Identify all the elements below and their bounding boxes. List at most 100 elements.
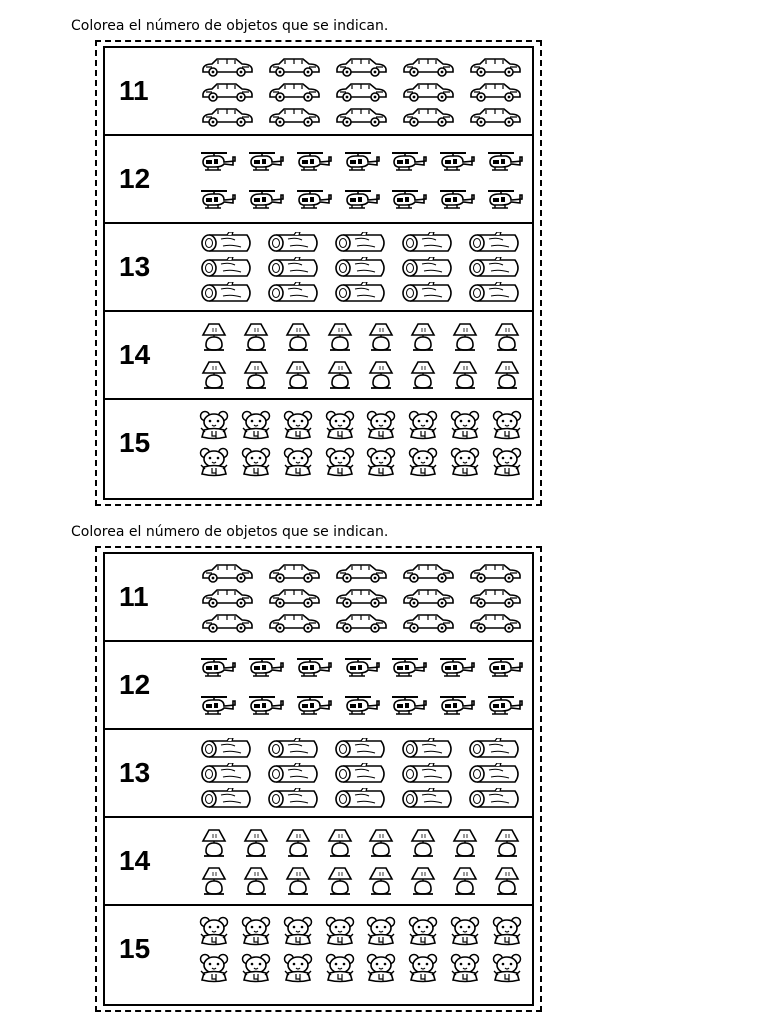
log-icon[interactable]	[400, 282, 456, 304]
helicopter-icon[interactable]	[197, 188, 237, 210]
lamp-icon[interactable]	[410, 322, 436, 352]
log-icon[interactable]	[333, 231, 389, 254]
car-icon[interactable]	[267, 613, 321, 634]
teddy-bear-icon[interactable]	[490, 447, 524, 477]
car-icon[interactable]	[468, 563, 522, 583]
teddy-bear-icon[interactable]	[448, 953, 482, 983]
log-icon[interactable]	[266, 257, 322, 279]
helicopter-icon[interactable]	[197, 150, 237, 172]
helicopter-icon[interactable]	[245, 656, 285, 678]
car-icon[interactable]	[334, 82, 388, 102]
lamp-icon[interactable]	[243, 360, 269, 390]
teddy-bear-icon[interactable]	[281, 916, 315, 946]
car-icon[interactable]	[267, 82, 321, 102]
lamp-icon[interactable]	[452, 360, 478, 390]
teddy-bear-icon[interactable]	[239, 916, 273, 946]
helicopter-icon[interactable]	[245, 150, 285, 172]
car-icon[interactable]	[200, 613, 254, 634]
helicopter-icon[interactable]	[341, 694, 381, 716]
lamp-icon[interactable]	[494, 322, 520, 352]
log-icon[interactable]	[400, 737, 456, 760]
lamp-icon[interactable]	[285, 828, 311, 858]
lamp-icon[interactable]	[285, 866, 311, 896]
log-icon[interactable]	[266, 763, 322, 785]
helicopter-icon[interactable]	[484, 656, 524, 678]
car-icon[interactable]	[200, 57, 254, 77]
helicopter-icon[interactable]	[388, 188, 428, 210]
car-icon[interactable]	[200, 107, 254, 128]
car-icon[interactable]	[200, 588, 254, 608]
helicopter-icon[interactable]	[436, 656, 476, 678]
log-icon[interactable]	[199, 788, 255, 810]
helicopter-icon[interactable]	[293, 694, 333, 716]
helicopter-icon[interactable]	[197, 694, 237, 716]
car-icon[interactable]	[468, 57, 522, 77]
log-icon[interactable]	[266, 282, 322, 304]
teddy-bear-icon[interactable]	[364, 953, 398, 983]
helicopter-icon[interactable]	[245, 188, 285, 210]
helicopter-icon[interactable]	[293, 150, 333, 172]
teddy-bear-icon[interactable]	[448, 410, 482, 440]
teddy-bear-icon[interactable]	[406, 410, 440, 440]
car-icon[interactable]	[334, 613, 388, 634]
lamp-icon[interactable]	[494, 866, 520, 896]
car-icon[interactable]	[401, 82, 455, 102]
helicopter-icon[interactable]	[293, 188, 333, 210]
lamp-icon[interactable]	[285, 322, 311, 352]
helicopter-icon[interactable]	[436, 150, 476, 172]
log-icon[interactable]	[400, 231, 456, 254]
car-icon[interactable]	[468, 107, 522, 128]
teddy-bear-icon[interactable]	[281, 953, 315, 983]
helicopter-icon[interactable]	[484, 694, 524, 716]
lamp-icon[interactable]	[201, 322, 227, 352]
teddy-bear-icon[interactable]	[364, 410, 398, 440]
lamp-icon[interactable]	[368, 322, 394, 352]
teddy-bear-icon[interactable]	[364, 447, 398, 477]
log-icon[interactable]	[333, 737, 389, 760]
helicopter-icon[interactable]	[436, 188, 476, 210]
lamp-icon[interactable]	[410, 360, 436, 390]
log-icon[interactable]	[467, 788, 523, 810]
lamp-icon[interactable]	[327, 828, 353, 858]
log-icon[interactable]	[333, 763, 389, 785]
log-icon[interactable]	[199, 737, 255, 760]
car-icon[interactable]	[401, 57, 455, 77]
lamp-icon[interactable]	[452, 322, 478, 352]
log-icon[interactable]	[400, 257, 456, 279]
car-icon[interactable]	[267, 588, 321, 608]
car-icon[interactable]	[267, 57, 321, 77]
log-icon[interactable]	[467, 737, 523, 760]
log-icon[interactable]	[400, 788, 456, 810]
teddy-bear-icon[interactable]	[281, 410, 315, 440]
helicopter-icon[interactable]	[484, 150, 524, 172]
lamp-icon[interactable]	[327, 866, 353, 896]
log-icon[interactable]	[199, 282, 255, 304]
lamp-icon[interactable]	[243, 322, 269, 352]
lamp-icon[interactable]	[494, 828, 520, 858]
car-icon[interactable]	[200, 82, 254, 102]
car-icon[interactable]	[200, 563, 254, 583]
car-icon[interactable]	[334, 57, 388, 77]
helicopter-icon[interactable]	[245, 694, 285, 716]
log-icon[interactable]	[467, 763, 523, 785]
log-icon[interactable]	[266, 231, 322, 254]
helicopter-icon[interactable]	[197, 656, 237, 678]
helicopter-icon[interactable]	[436, 694, 476, 716]
teddy-bear-icon[interactable]	[239, 410, 273, 440]
car-icon[interactable]	[401, 563, 455, 583]
teddy-bear-icon[interactable]	[364, 916, 398, 946]
helicopter-icon[interactable]	[388, 150, 428, 172]
teddy-bear-icon[interactable]	[448, 916, 482, 946]
teddy-bear-icon[interactable]	[281, 447, 315, 477]
teddy-bear-icon[interactable]	[239, 447, 273, 477]
teddy-bear-icon[interactable]	[323, 447, 357, 477]
lamp-icon[interactable]	[494, 360, 520, 390]
car-icon[interactable]	[468, 82, 522, 102]
teddy-bear-icon[interactable]	[490, 916, 524, 946]
lamp-icon[interactable]	[201, 866, 227, 896]
log-icon[interactable]	[467, 257, 523, 279]
teddy-bear-icon[interactable]	[197, 953, 231, 983]
teddy-bear-icon[interactable]	[197, 410, 231, 440]
teddy-bear-icon[interactable]	[406, 953, 440, 983]
lamp-icon[interactable]	[201, 360, 227, 390]
